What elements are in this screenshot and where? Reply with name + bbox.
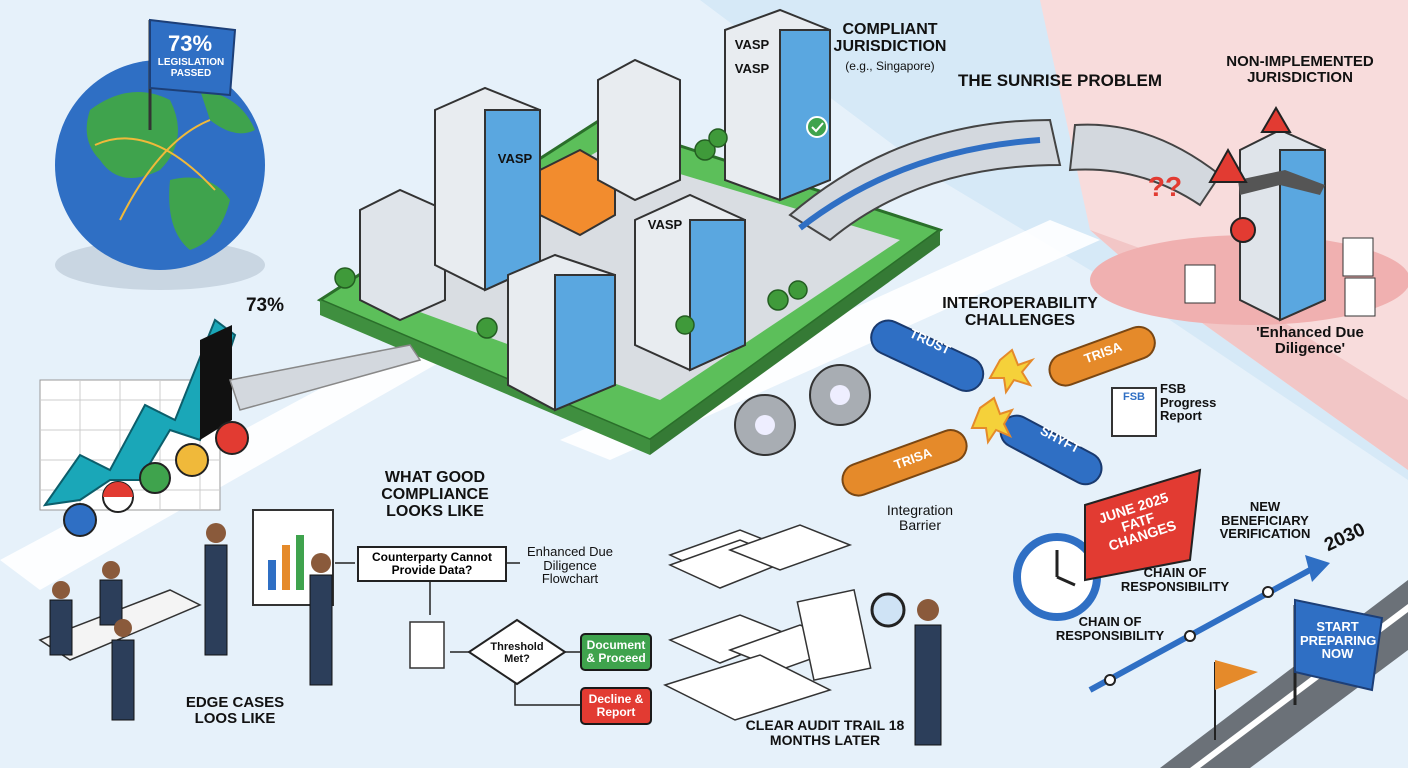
- interop-title: INTEROPERABILITY CHALLENGES: [942, 295, 1098, 329]
- edge-cases-label: EDGE CASES LOOS LIKE: [185, 694, 285, 727]
- new-verification-label: NEW BENEFICIARY VERIFICATION: [1219, 499, 1311, 542]
- decline-report-box: Decline & Report: [580, 687, 652, 725]
- vasp-label-3: VASP: [734, 61, 770, 76]
- chain-label-2: CHAIN OF RESPONSIBILITY: [1055, 614, 1165, 643]
- broken-bridge: [788, 118, 1222, 242]
- q2-label: Threshold Met?: [490, 641, 544, 665]
- non-implemented-title: NON-IMPLEMENTED JURISDICTION: [1226, 53, 1374, 86]
- magnifier-icon: [870, 592, 906, 628]
- vasp-label-4: VASP: [647, 217, 683, 232]
- flag-caption: LEGISLATION PASSED: [157, 57, 225, 79]
- non-implemented-building: [1090, 106, 1408, 325]
- document-stacks: [409, 524, 872, 721]
- q1-box: Counterparty Cannot Provide Data?: [357, 546, 507, 582]
- compliant-district: [316, 8, 944, 455]
- timeline-illustration: [1013, 468, 1384, 740]
- fsb-report-label: FSB Progress Report: [1160, 381, 1217, 424]
- barrier-label: Integration Barrier: [886, 502, 954, 533]
- interop-illustration: [734, 319, 1157, 497]
- good-compliance-title: WHAT GOOD COMPLIANCE LOOKS LIKE: [381, 469, 489, 520]
- globe-icon: [55, 20, 265, 290]
- chain-label-1: CHAIN OF RESPONSIBILITY: [1120, 565, 1230, 594]
- start-preparing-label: START PREPARING NOW: [1300, 619, 1377, 662]
- office-people-illustration: [38, 509, 942, 746]
- sunrise-title: THE SUNRISE PROBLEM: [957, 71, 1163, 90]
- vasp-label-1: VASP: [497, 151, 533, 166]
- fsb-doc-label: FSB: [1123, 391, 1145, 403]
- edd-label: 'Enhanced Due Diligence': [1256, 324, 1364, 357]
- country-flags: [63, 421, 249, 537]
- question-marks: ??: [1147, 171, 1183, 202]
- audit-label: CLEAR AUDIT TRAIL 18 MONTHS LATER: [745, 717, 905, 748]
- flag-icon: [149, 18, 237, 97]
- document-proceed-box: Document & Proceed: [580, 633, 652, 671]
- threshold-diamond: [467, 618, 567, 686]
- flowchart-label: Enhanced Due Diligence Flowchart: [526, 544, 613, 587]
- compliant-example: (e.g., Singapore): [845, 59, 935, 73]
- flag-percent: 73%: [167, 31, 213, 56]
- compliant-title: COMPLIANT JURISDICTION: [833, 21, 947, 55]
- chart-value-label: 73%: [245, 295, 285, 316]
- vasp-label-2: VASP: [734, 37, 770, 52]
